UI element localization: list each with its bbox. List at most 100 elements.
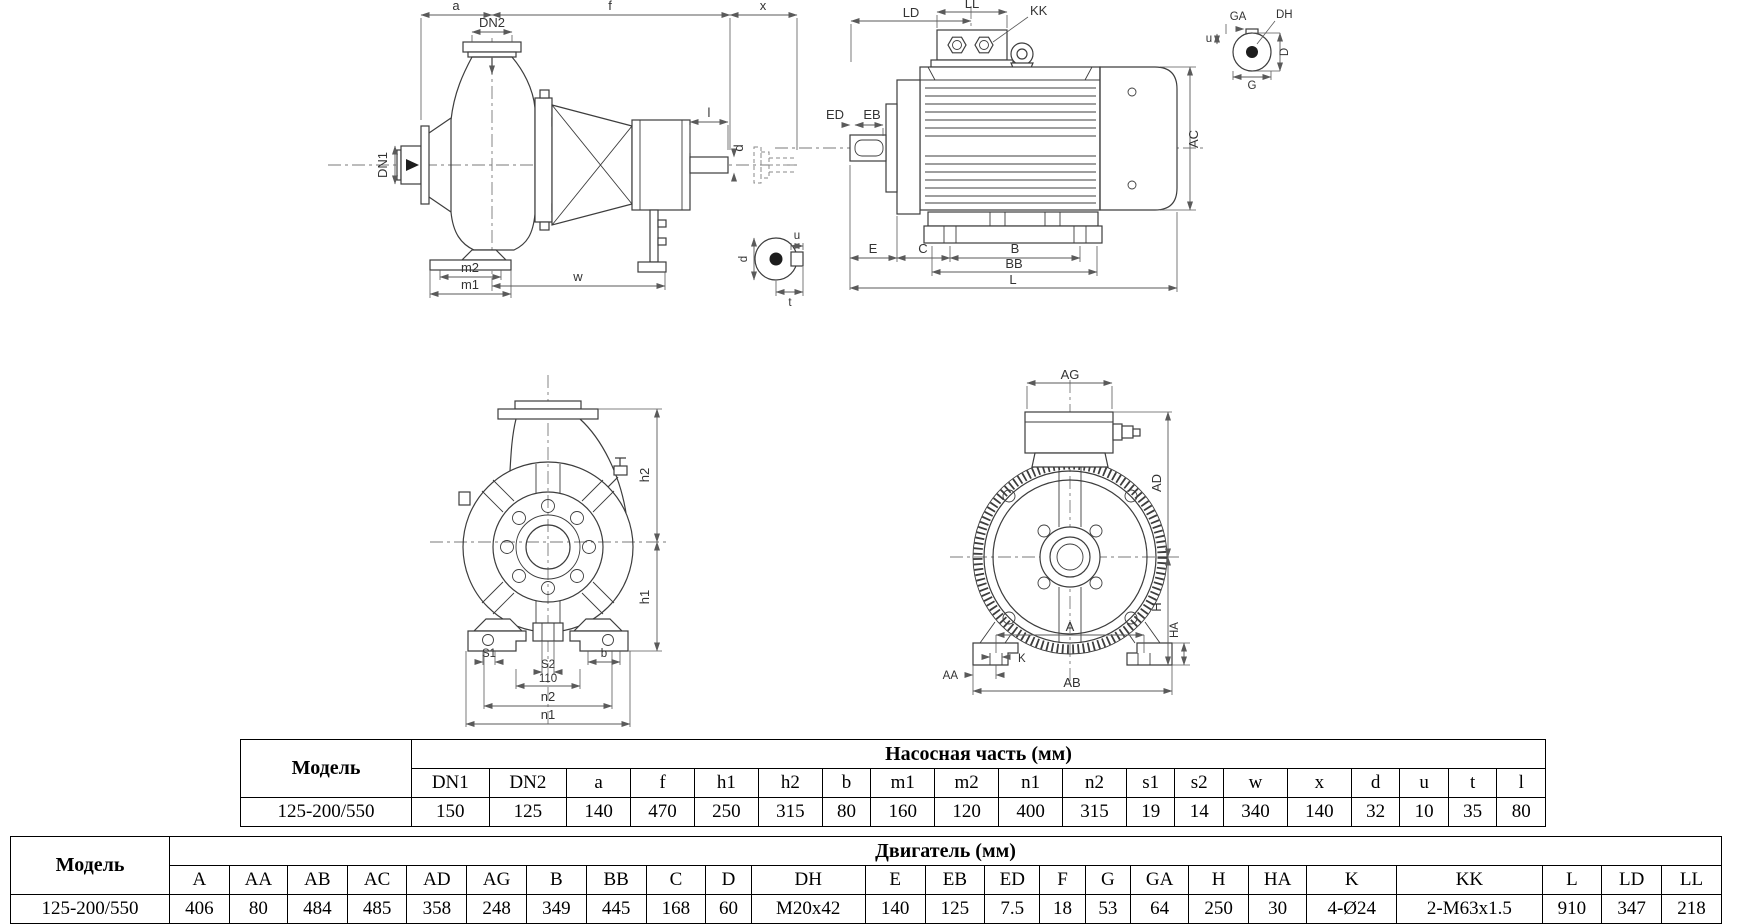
pump-column-header: n2 — [1062, 768, 1127, 798]
motor-model-cell: 125-200/550 — [10, 894, 170, 924]
pump-value-cell: 35 — [1447, 797, 1498, 827]
dim-label-k: K — [1018, 653, 1026, 665]
motor-value-cell: 347 — [1601, 894, 1663, 924]
motor-value-cell: 64 — [1130, 894, 1190, 924]
motor-value-cell: 53 — [1084, 894, 1132, 924]
cable-gland-icon — [1112, 423, 1123, 441]
pump-side-outline — [396, 41, 729, 273]
motor-column-header: AB — [286, 865, 348, 895]
motor-column-header: HA — [1247, 865, 1308, 895]
dim-label-h: H — [1149, 602, 1164, 611]
dim-label-ad: AD — [1149, 474, 1164, 492]
motor-value-cell: 60 — [705, 894, 752, 924]
motor-column-header: B — [526, 865, 587, 895]
motor-column-header: AD — [406, 865, 468, 895]
motor-column-header: BB — [585, 865, 647, 895]
pump-value-cell: 315 — [1062, 797, 1127, 827]
motor-value-cell: 168 — [645, 894, 707, 924]
dim-label-eb: EB — [863, 107, 880, 122]
pump-table-model-header: Модель — [240, 739, 412, 798]
dim-label-s1: S1 — [482, 648, 496, 660]
motor-column-header: KK — [1396, 865, 1543, 895]
dim-label-d-shaft: d — [731, 144, 746, 151]
pump-value-cell: 160 — [870, 797, 936, 827]
dim-label-dh: DH — [1276, 9, 1293, 21]
motor-value-cell: 218 — [1661, 894, 1722, 924]
motor-column-header: AC — [346, 865, 408, 895]
dim-label-dn2: DN2 — [479, 15, 505, 30]
pump-value-cell: 32 — [1350, 797, 1401, 827]
dim-label-bb: BB — [1005, 256, 1022, 271]
pump-column-header: s2 — [1174, 768, 1224, 798]
pump-value-cell: 315 — [757, 797, 823, 827]
pump-value-cell: 19 — [1125, 797, 1176, 827]
pump-column-header: m1 — [870, 768, 936, 798]
motor-column-header: ED — [984, 865, 1041, 895]
pump-value-cell: 400 — [998, 797, 1064, 827]
dim-label-b: B — [1011, 241, 1020, 256]
motor-column-header: DH — [750, 865, 866, 895]
motor-value-cell: 2-M63x1.5 — [1396, 894, 1543, 924]
pump-value-cell: 140 — [566, 797, 632, 827]
motor-column-header: H — [1188, 865, 1249, 895]
motor-table-header-row: Модель Двигатель (мм) — [10, 836, 1722, 895]
dim-label-ed: ED — [826, 107, 844, 122]
dim-label-l: l — [708, 105, 711, 120]
motor-table-group-header: Двигатель (мм) — [169, 836, 1722, 866]
motor-value-cell: 250 — [1188, 894, 1249, 924]
motor-front-dimensions: AG AD H HA K A AA AB — [943, 367, 1190, 695]
pump-column-header: h2 — [757, 768, 823, 798]
pump-column-header: a — [566, 768, 632, 798]
pump-value-cell: 10 — [1399, 797, 1449, 827]
shaft-section-detail: d u t — [738, 230, 804, 309]
dim-label-ld: LD — [903, 5, 920, 20]
motor-column-header: F — [1039, 865, 1086, 895]
dim-label-ac: AC — [1186, 130, 1201, 148]
pump-side-dimensions: a f x DN2 DN1 l d m2 m1 w — [375, 0, 798, 298]
motor-side-outline — [849, 29, 1178, 244]
pump-front-dimensions: h2 h1 S1 b S2 110 n2 n1 — [465, 408, 662, 727]
pump-column-header: s1 — [1125, 768, 1176, 798]
motor-column-header: AG — [466, 865, 527, 895]
pump-column-header: DN1 — [411, 768, 490, 798]
dim-label-n1: n1 — [541, 707, 555, 722]
dim-label-ag: AG — [1061, 367, 1080, 382]
pump-side-view-drawing: a f x DN2 DN1 l d m2 m1 w d u t — [328, 0, 804, 309]
motor-column-header: A — [169, 865, 230, 895]
dim-label-c: C — [918, 241, 927, 256]
dim-label-x: x — [760, 0, 767, 13]
motor-value-cell: 125 — [924, 894, 986, 924]
pump-value-cell: 140 — [1286, 797, 1352, 827]
pump-column-header: f — [630, 768, 695, 798]
shaft-end-detail: GA DH u D G — [1206, 9, 1293, 92]
motor-value-cell: 358 — [406, 894, 468, 924]
dim-label-w: w — [572, 269, 583, 284]
motor-column-header: L — [1541, 865, 1603, 895]
dim-label-e: E — [869, 241, 878, 256]
dim-label-u-shaft-end: u — [1206, 33, 1212, 45]
pump-value-cell: 125 — [488, 797, 568, 827]
motor-side-dimensions: LL LD KK ED EB AC E C B BB L — [826, 0, 1201, 292]
dim-label-ga: GA — [1230, 11, 1247, 23]
motor-column-header: AA — [228, 865, 288, 895]
motor-column-header: LL — [1661, 865, 1722, 895]
pump-value-cell: 120 — [934, 797, 1000, 827]
dim-label-kk: KK — [1030, 3, 1048, 18]
dim-label-n2: n2 — [541, 689, 555, 704]
motor-value-cell: 30 — [1247, 894, 1308, 924]
pump-model-cell: 125-200/550 — [240, 797, 412, 827]
motor-column-header: K — [1306, 865, 1398, 895]
dim-label-dn1: DN1 — [375, 152, 390, 178]
dim-label-h1: h1 — [637, 590, 652, 604]
motor-value-cell: 4-Ø24 — [1306, 894, 1398, 924]
dim-label-d-section: d — [738, 256, 750, 262]
pump-column-header: d — [1350, 768, 1401, 798]
dim-label-l-motor: L — [1009, 272, 1016, 287]
pump-column-header: b — [821, 768, 872, 798]
motor-value-cell: 349 — [526, 894, 587, 924]
